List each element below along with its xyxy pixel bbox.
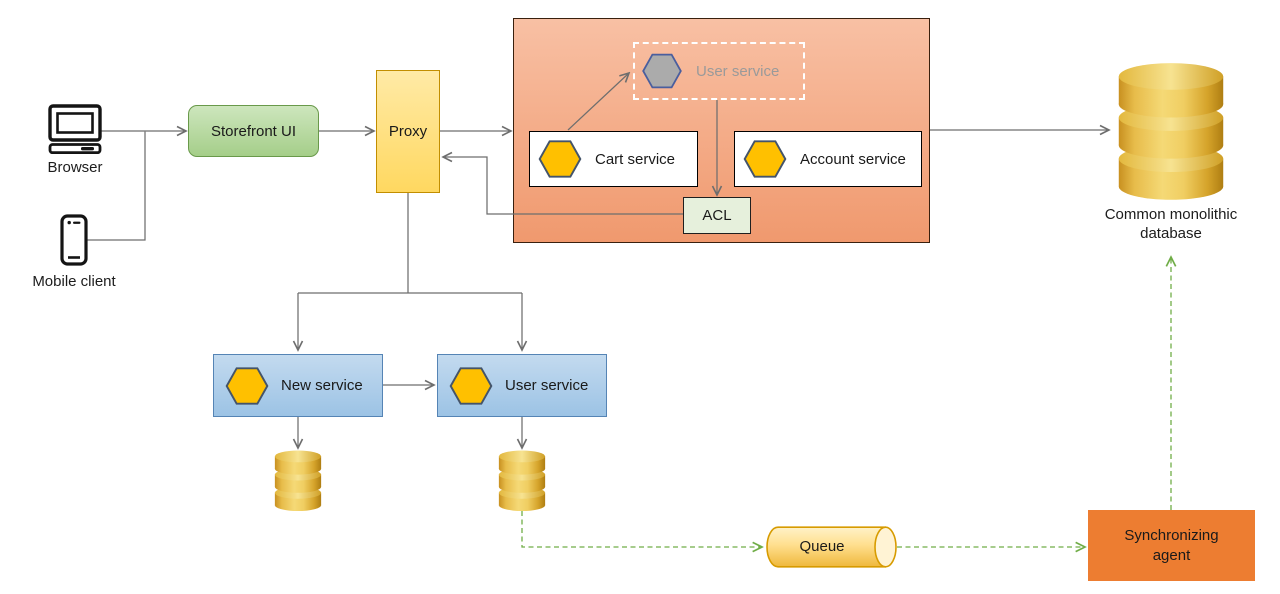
hexagon-service-icon [538, 140, 582, 178]
edge-db-queue [521, 511, 762, 547]
mobile-client-label: Mobile client [32, 273, 116, 290]
user-service-legacy-box: User service [633, 42, 805, 100]
queue-cylinder-icon [766, 526, 897, 568]
hexagon-service-icon [642, 53, 682, 89]
account-service-label: Account service [800, 150, 906, 168]
acl-box: ACL [683, 197, 751, 234]
proxy-box: Proxy [376, 70, 440, 193]
account-service-box: Account service [734, 131, 922, 187]
sync-agent-label: Synchronizing agent [1124, 527, 1219, 564]
user-service-new-label: User service [505, 377, 589, 394]
sync-agent-box: Synchronizing agent [1088, 510, 1255, 581]
hexagon-service-icon [449, 366, 493, 405]
common-database-label: Common monolithic database [1104, 206, 1238, 242]
queue-label: Queue [799, 538, 845, 555]
storefront-ui-box: Storefront UI [188, 105, 319, 157]
edge-proxy-split [298, 193, 522, 294]
new-service-label: New service [281, 377, 363, 394]
database-cylinder-icon [1118, 63, 1224, 200]
storefront-ui-label: Storefront UI [210, 122, 297, 140]
hexagon-service-icon [225, 366, 269, 405]
hexagon-service-icon [743, 140, 787, 178]
user-service-legacy-label: User service [696, 62, 780, 80]
acl-label: ACL [702, 207, 732, 224]
browser-label: Browser [47, 159, 103, 176]
proxy-label: Proxy [388, 123, 428, 140]
new-service-box: New service [213, 354, 383, 417]
user-service-new-box: User service [437, 354, 607, 417]
cart-service-label: Cart service [595, 150, 676, 168]
database-cylinder-icon [498, 450, 546, 512]
database-cylinder-icon [274, 450, 322, 512]
cart-service-box: Cart service [529, 131, 698, 187]
desktop-computer-icon [48, 104, 102, 154]
smartphone-icon [60, 214, 88, 266]
